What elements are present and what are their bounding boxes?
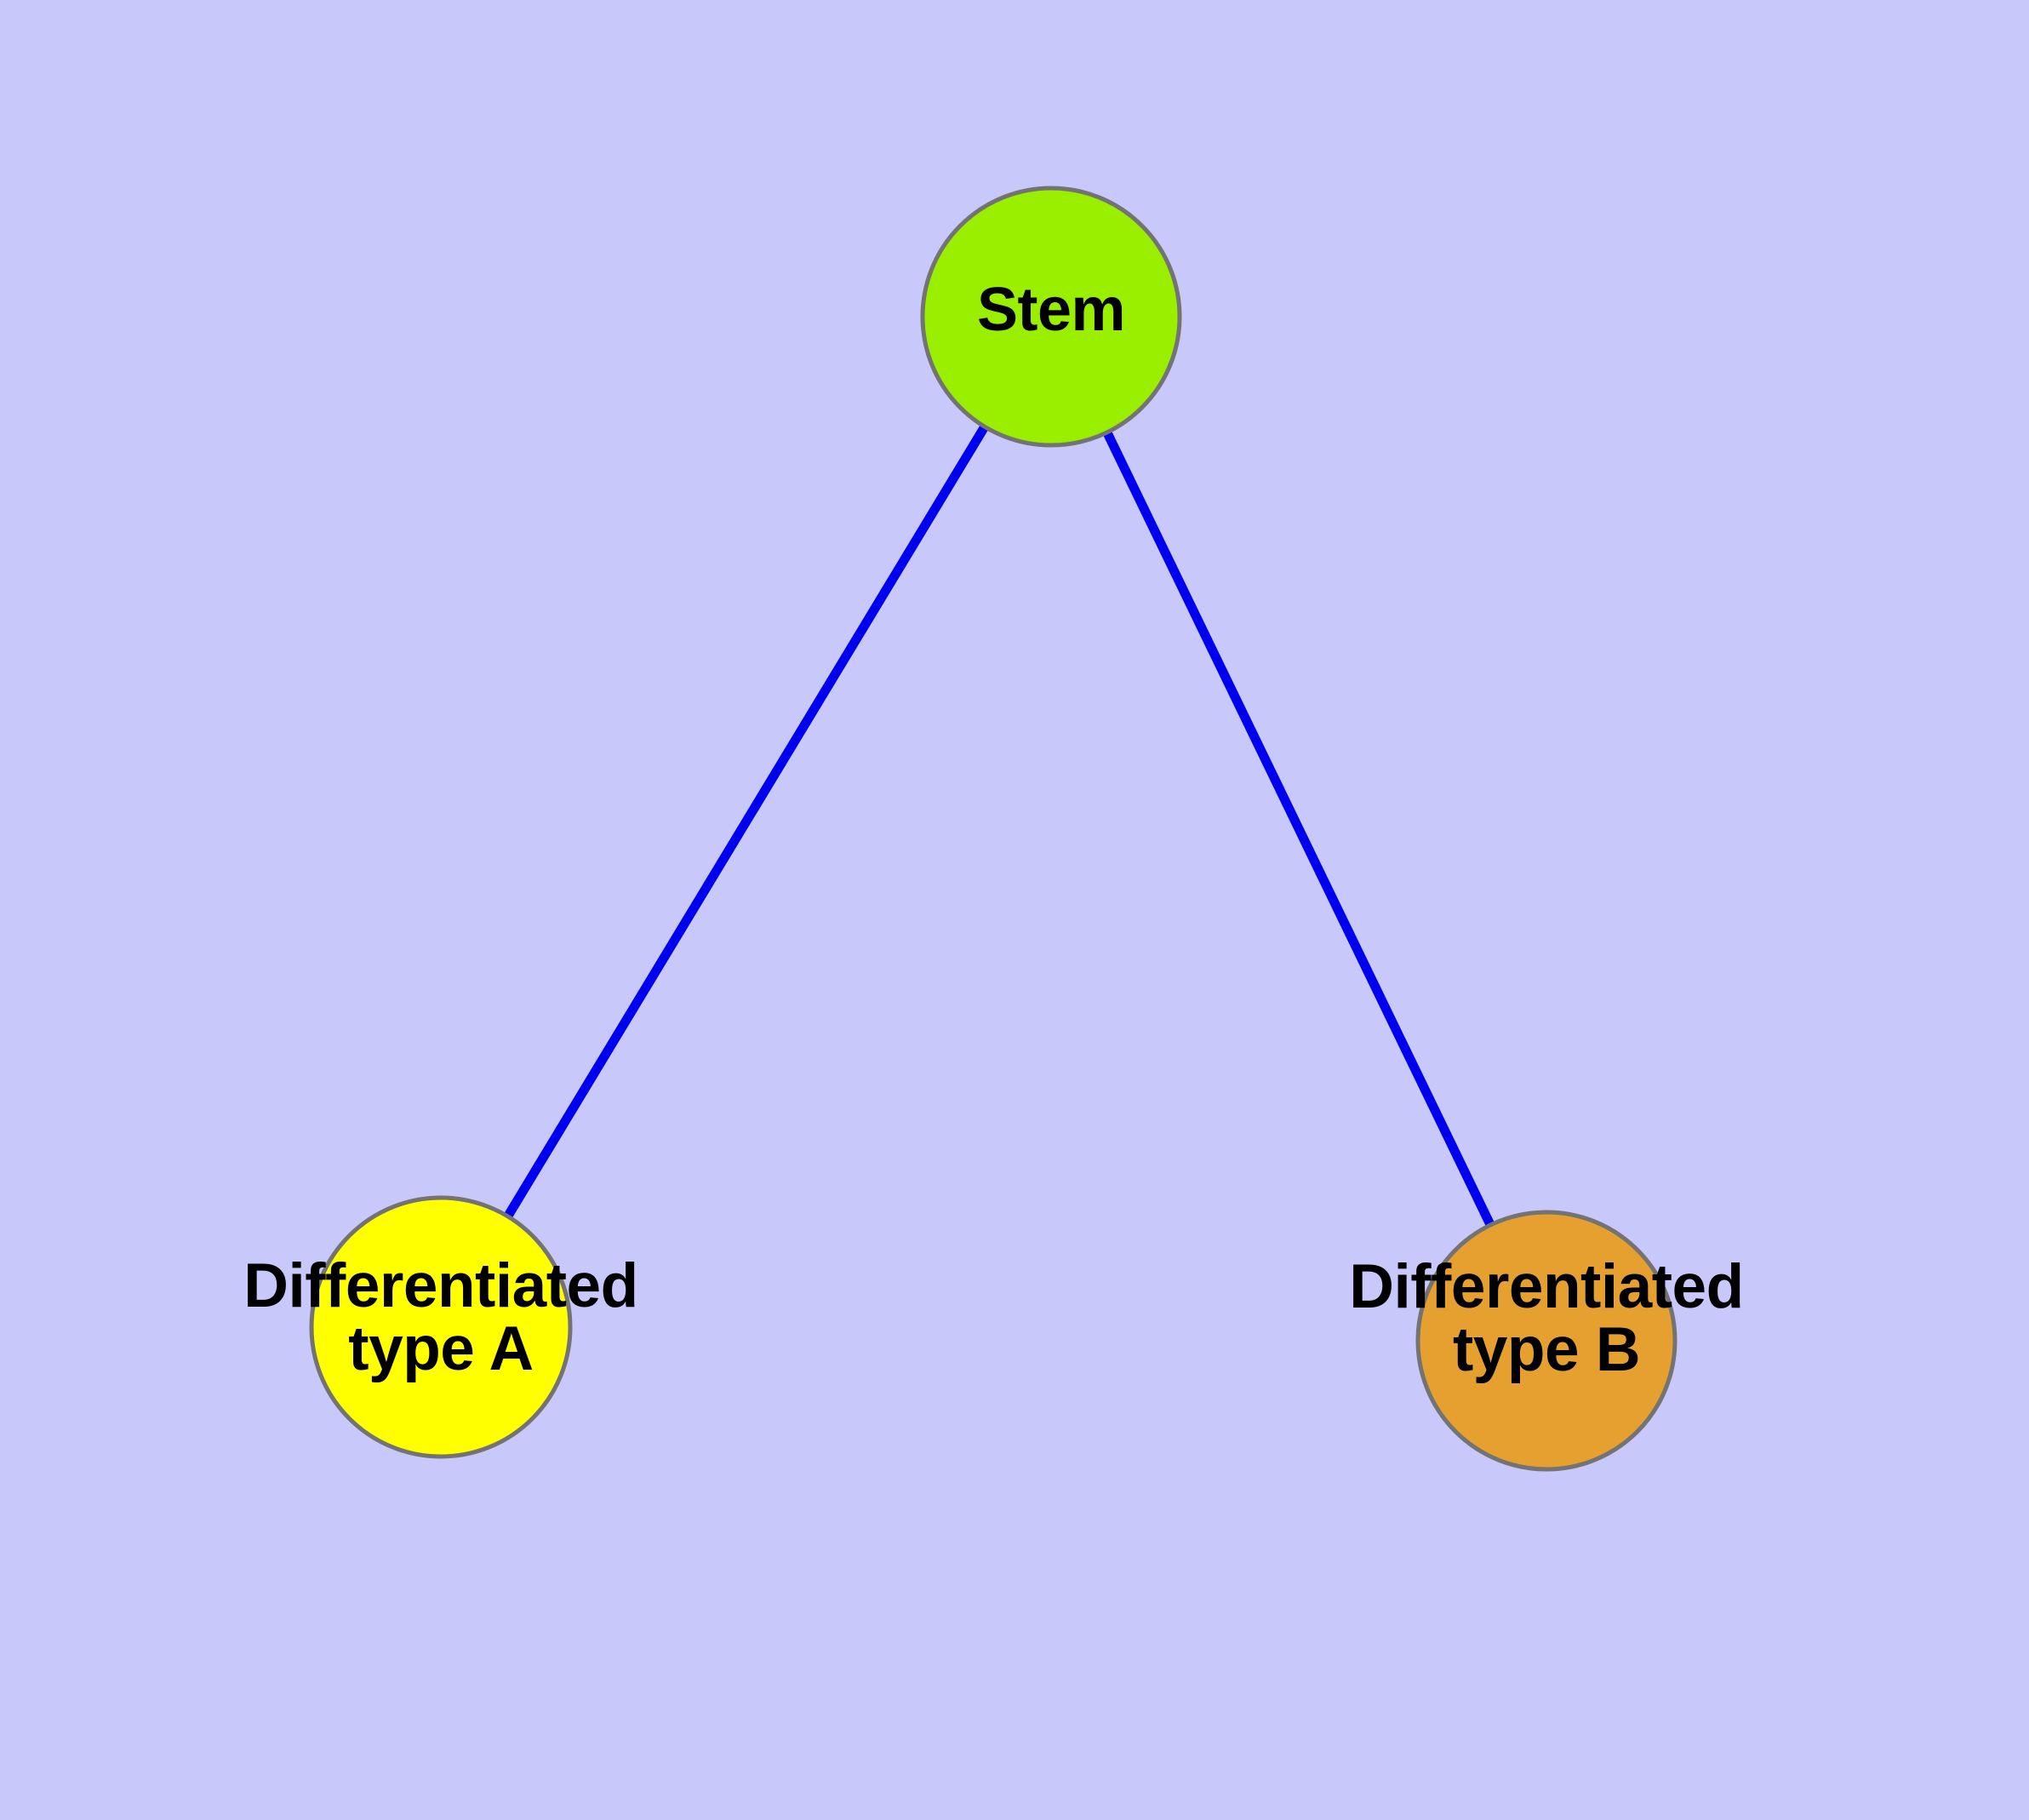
edge-stem-to-a — [504, 426, 988, 1218]
edges-group — [504, 426, 1495, 1226]
node-diff_b[interactable] — [1415, 1210, 1677, 1472]
nodes-group — [309, 186, 1677, 1472]
edge-stem-to-b — [1103, 432, 1495, 1226]
node-diff_a[interactable] — [309, 1195, 573, 1459]
node-stem[interactable] — [920, 186, 1182, 448]
